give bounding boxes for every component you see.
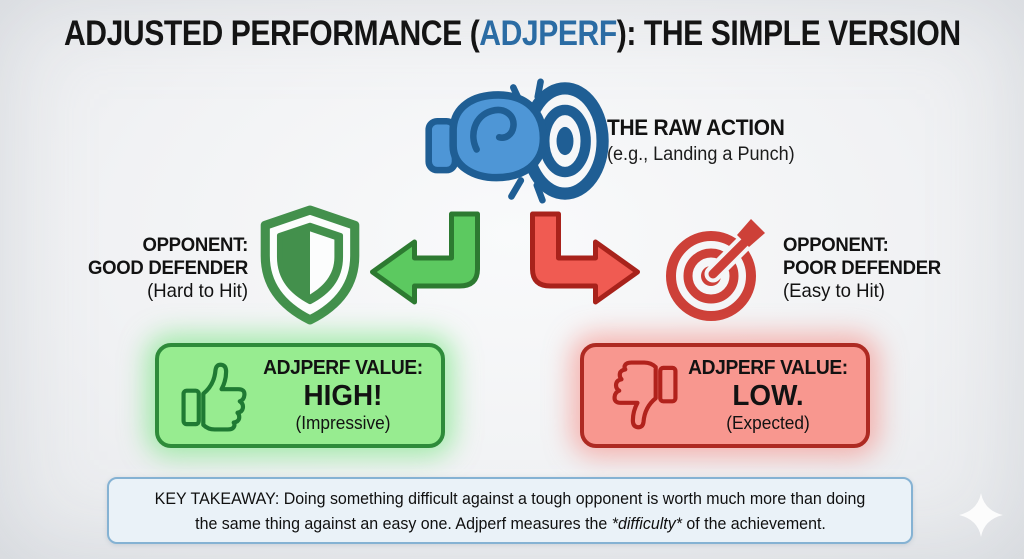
thumbs-up-icon [181,362,247,432]
adjperf-high-note: (Impressive) [295,413,391,433]
poor-defender-line1: OPPONENT: [783,234,889,256]
raw-action-label: THE RAW ACTION (e.g., Landing a Punch) [607,115,795,166]
good-defender-line1: OPPONENT: [142,234,248,256]
boxing-glove-punch-target-icon [424,78,612,204]
key-takeaway-line1: KEY TAKEAWAY: Doing something difficult … [154,488,866,508]
poor-defender-line3: (Easy to Hit) [783,280,885,302]
key-takeaway-emphasis: *difficulty* [611,513,682,533]
adjperf-high-value: HIGH! [303,380,383,412]
good-defender-line2: GOOD DEFENDER [88,257,248,279]
adjperf-low-value: LOW. [732,380,804,412]
poor-defender-line2: POOR DEFENDER [783,257,941,279]
shield-icon [257,205,363,327]
adjperf-low-label: ADJPERF VALUE: [688,357,848,379]
elbow-arrow-right-icon [516,211,649,306]
title-highlight: ADJPERF [478,14,617,53]
key-takeaway-line2: the same thing against an easy one. Adjp… [195,511,826,536]
page-title: ADJUSTED PERFORMANCE (ADJPERF): THE SIMP… [0,14,1024,54]
boxing-glove-punch-target-svg [425,78,609,204]
raw-action-subheading: (e.g., Landing a Punch) [607,144,795,165]
bullseye-dart-icon [661,215,771,325]
adjperf-high-label: ADJPERF VALUE: [263,357,423,379]
key-takeaway-line2-after: of the achievement. [681,513,826,533]
page-title-text: ADJUSTED PERFORMANCE (ADJPERF): THE SIMP… [64,14,961,54]
elbow-arrow-left-icon [361,211,494,306]
good-defender-label: OPPONENT: GOOD DEFENDER (Hard to Hit) [50,234,248,303]
shield-svg [260,205,360,325]
title-post: ): THE SIMPLE VERSION [616,14,961,53]
good-defender-line3: (Hard to Hit) [147,280,248,302]
adjperf-high-text: ADJPERF VALUE: HIGH! (Impressive) [259,357,428,434]
adjperf-low-note: (Expected) [726,413,810,433]
key-takeaway-box: KEY TAKEAWAY: Doing something difficult … [107,477,913,544]
bullseye-dart-svg [666,219,765,321]
adjperf-low-text: ADJPERF VALUE: LOW. (Expected) [684,357,853,434]
thumbs-down-icon [612,359,678,429]
sparkle-icon [959,493,1003,537]
poor-defender-label: OPPONENT: POOR DEFENDER (Easy to Hit) [783,234,987,303]
key-takeaway-line2-before: the same thing against an easy one. Adjp… [194,513,612,533]
raw-action-heading: THE RAW ACTION [607,115,785,140]
adjperf-low-box: ADJPERF VALUE: LOW. (Expected) [580,343,870,448]
elbow-arrow-left-svg [370,211,480,305]
title-pre: ADJUSTED PERFORMANCE ( [63,14,480,53]
adjperf-high-box: ADJPERF VALUE: HIGH! (Impressive) [155,343,445,448]
elbow-arrow-right-svg [530,211,640,305]
